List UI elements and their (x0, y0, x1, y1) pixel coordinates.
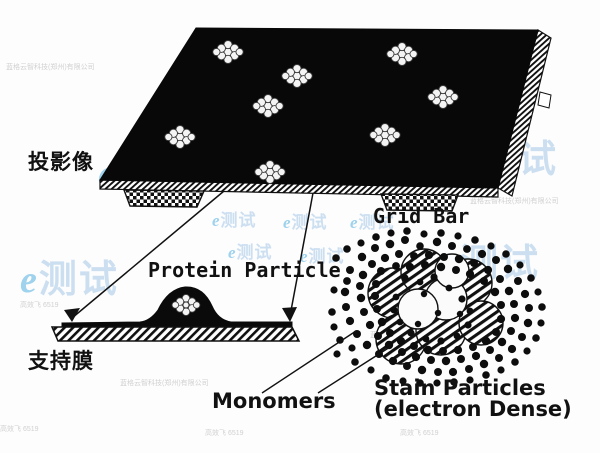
em-grid-slab (99, 27, 552, 212)
grid-bar-right (379, 193, 460, 212)
stain-cluster-group (328, 227, 546, 387)
slab-top-surface (99, 27, 539, 189)
leader-line-left (71, 190, 225, 319)
grid-bar-left (122, 189, 206, 208)
stain-dot-group (328, 227, 546, 387)
arrowhead-right (282, 307, 297, 322)
leader-line-monomers (261, 330, 357, 394)
monomer-center (397, 288, 439, 330)
leader-line-right (289, 192, 314, 317)
cluster-leader-group (261, 330, 391, 394)
slab-edge-notch (537, 91, 552, 109)
arrowhead-left (64, 308, 80, 322)
cross-section-group (50, 286, 301, 342)
leader-arrow-group (71, 190, 314, 319)
leader-line-stain (317, 346, 391, 394)
embedded-protein-particle (171, 294, 201, 316)
support-film-slab (50, 326, 301, 342)
grid-bar-group (122, 189, 460, 212)
